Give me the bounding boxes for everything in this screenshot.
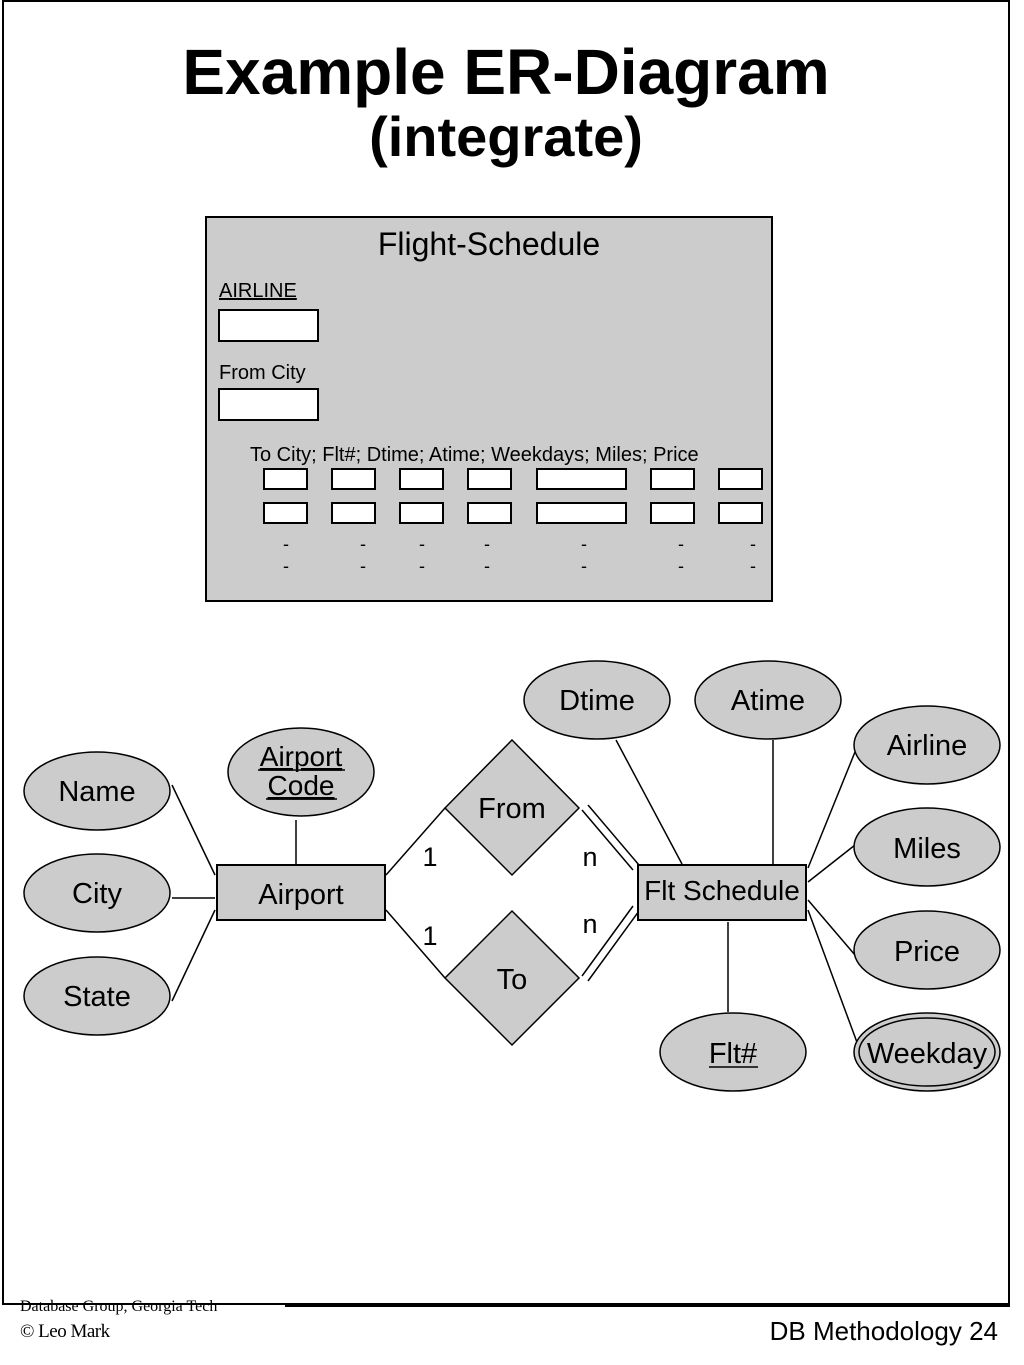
flt-no-attribute — [659, 1012, 807, 1092]
miles-attribute — [853, 807, 1001, 887]
to-relationship — [443, 909, 581, 1047]
cardinality-label: n — [582, 842, 597, 872]
continuation-dash: - — [581, 556, 587, 576]
multivalued-inner-ring — [858, 1017, 996, 1087]
from-city-label: From City — [219, 362, 306, 384]
cardinality-label: 1 — [422, 921, 437, 951]
airport-entity-label: Airport — [258, 879, 343, 911]
to-city-cell — [263, 468, 308, 490]
flt-no-cell — [331, 468, 376, 490]
atime-attribute — [694, 660, 842, 740]
flt-schedule-entity-label: Flt Schedule — [644, 875, 800, 906]
continuation-dash: - — [750, 534, 756, 554]
cardinality-label: 1 — [422, 842, 437, 872]
miles-cell — [650, 502, 695, 524]
footer-rule — [285, 1305, 1010, 1307]
continuation-dash: - — [678, 534, 684, 554]
city-attribute — [23, 853, 171, 933]
continuation-dash: - — [283, 534, 289, 554]
dtime-cell — [399, 468, 444, 490]
airport-code-attribute — [227, 727, 375, 817]
continuation-dash: - — [419, 534, 425, 554]
flt-schedule-entity — [637, 864, 807, 921]
airport-code-label-line2: Code — [268, 770, 335, 801]
to-city-cell — [263, 502, 308, 524]
footer-course: DB Methodology 24 — [770, 1316, 998, 1347]
airport-from-connector — [385, 807, 446, 876]
weekday-attribute-label: Weekday — [867, 1038, 988, 1070]
continuation-dash: - — [750, 556, 756, 576]
weekday-connector — [807, 909, 859, 1046]
continuation-dash: - — [678, 556, 684, 576]
footer-org: Database Group, Georgia Tech — [20, 1298, 218, 1315]
from-flt-connector — [587, 804, 640, 866]
continuation-dash: - — [581, 534, 587, 554]
airport-entity — [216, 864, 386, 921]
dtime-attribute-label: Dtime — [559, 685, 635, 717]
atime-cell — [467, 502, 512, 524]
slide-subtitle: (integrate) — [369, 105, 643, 168]
from-relationship — [443, 738, 581, 877]
name-attribute-label: Name — [58, 776, 135, 808]
connector-lines — [171, 739, 859, 1046]
continuation-dash: - — [484, 556, 490, 576]
airport-code-label-line1: Airport — [260, 741, 343, 772]
form-title: Flight-Schedule — [377, 226, 601, 262]
name-connector — [171, 784, 216, 876]
footer-author: © Leo Mark — [20, 1321, 110, 1342]
from-relationship-label: From — [478, 793, 546, 825]
airport-to-connector — [385, 909, 446, 979]
airline-label: AIRLINE — [219, 280, 297, 302]
city-attribute-label: City — [72, 878, 122, 910]
continuation-dash: - — [283, 556, 289, 576]
price-cell — [718, 502, 763, 524]
state-attribute-label: State — [63, 981, 131, 1013]
airline-attribute-label: Airline — [887, 730, 968, 762]
name-attribute — [23, 751, 171, 831]
dtime-connector — [615, 739, 683, 865]
price-attribute — [853, 910, 1001, 990]
weekday-attribute — [853, 1012, 1001, 1092]
weekdays-cell — [536, 502, 627, 524]
continuation-dash: - — [484, 534, 490, 554]
flt-no-cell — [331, 502, 376, 524]
slide-frame — [2, 0, 1010, 1305]
miles-attribute-label: Miles — [893, 833, 961, 865]
dtime-cell — [399, 502, 444, 524]
to-relationship-label: To — [497, 964, 528, 996]
to-flt-connector — [587, 910, 640, 982]
price-attribute-label: Price — [894, 936, 960, 968]
airline-field — [218, 309, 319, 342]
course-name: DB Methodology — [769, 1316, 962, 1346]
cardinality-label: n — [582, 909, 597, 939]
weekdays-cell — [536, 468, 627, 490]
miles-cell — [650, 468, 695, 490]
price-connector — [807, 899, 856, 956]
slide-title: Example ER-Diagram — [182, 36, 830, 108]
flt-no-attribute-label: Flt# — [709, 1038, 757, 1070]
continuation-dash: - — [419, 556, 425, 576]
page-number: 24 — [969, 1316, 998, 1346]
atime-cell — [467, 468, 512, 490]
continuation-dash: - — [360, 534, 366, 554]
state-connector — [171, 909, 216, 1002]
continuation-dash: - — [360, 556, 366, 576]
airline-attribute — [853, 705, 1001, 785]
dtime-attribute — [523, 660, 671, 740]
columns-label: To City; Flt#; Dtime; Atime; Weekdays; M… — [250, 444, 699, 466]
flight-schedule-form: Flight-Schedule AIRLINE From City To Cit… — [205, 216, 773, 602]
from-flt-connector — [581, 809, 634, 871]
atime-attribute-label: Atime — [731, 685, 805, 717]
to-flt-connector — [581, 905, 634, 977]
state-attribute — [23, 956, 171, 1036]
airline-connector — [807, 751, 856, 869]
price-cell — [718, 468, 763, 490]
miles-connector — [807, 844, 856, 883]
from-city-field — [218, 388, 319, 421]
